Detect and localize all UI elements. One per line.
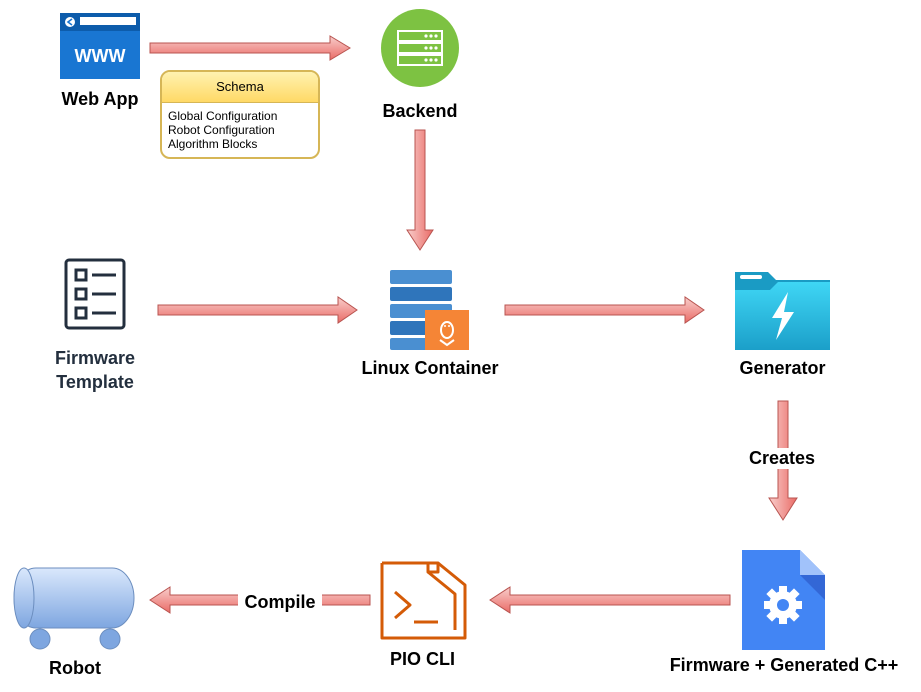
browser-icon: WWW [60, 13, 140, 79]
robot-icon [13, 567, 135, 650]
terminal-icon [380, 561, 467, 640]
label-firmware-template-1: Firmware [54, 348, 136, 368]
schema-item-algorithm: Algorithm Blocks [168, 137, 258, 151]
arrow-webapp-to-backend [149, 35, 351, 61]
label-backend: Backend [382, 101, 458, 121]
arrow-firmware-to-pio [489, 586, 731, 614]
label-firmware-generated: Firmware + Generated C++ [669, 655, 899, 675]
linux-container-icon [390, 270, 469, 350]
file-gear-icon [742, 550, 825, 650]
schema-item-global: Global Configuration [168, 109, 278, 123]
checklist-icon [64, 258, 126, 330]
edge-label-compile: Compile [238, 592, 322, 613]
schema-title: Schema [162, 72, 318, 103]
schema-note: Schema Global Configuration Robot Config… [160, 70, 320, 159]
server-icon [381, 9, 459, 87]
folder-bolt-icon [735, 272, 830, 350]
schema-body: Global Configuration Robot Configuration… [162, 103, 318, 157]
svg-text:WWW: WWW [75, 46, 126, 66]
label-robot: Robot [49, 658, 101, 678]
schema-item-robot: Robot Configuration [168, 123, 275, 137]
label-web-app: Web App [61, 89, 139, 109]
arrow-template-to-container [157, 296, 358, 324]
arrow-backend-to-container [406, 129, 434, 251]
label-linux-container: Linux Container [361, 358, 499, 378]
arrow-container-to-generator [504, 296, 705, 324]
edge-label-creates: Creates [736, 448, 828, 469]
label-pio-cli: PIO CLI [389, 649, 455, 669]
label-generator: Generator [739, 358, 826, 378]
label-firmware-template-2: Template [56, 372, 134, 392]
